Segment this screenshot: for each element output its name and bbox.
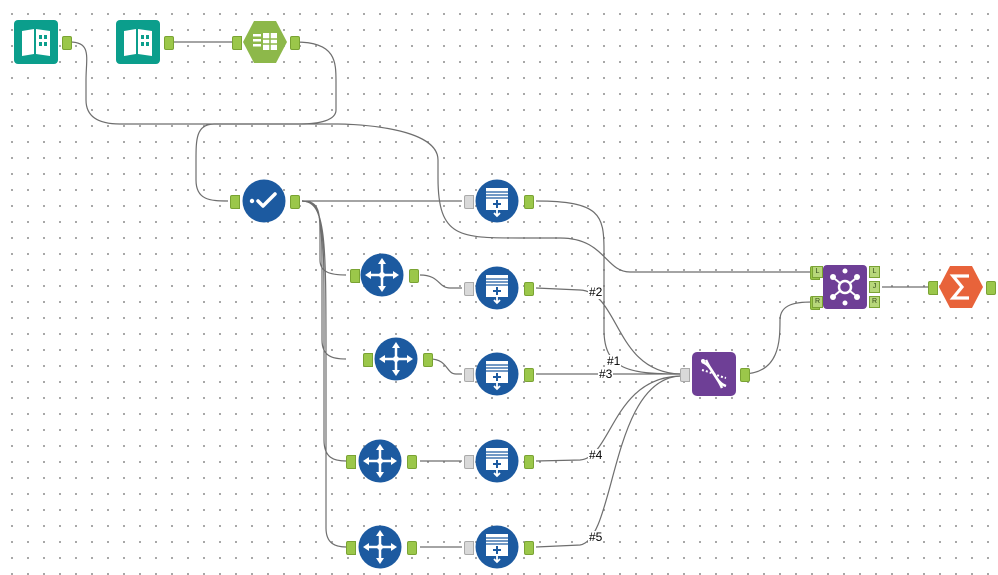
input-anchor[interactable] [680,368,690,382]
crosshair-arrows-icon [374,337,418,381]
generate-rows-tool-3[interactable] [358,439,402,483]
output-anchor[interactable] [524,282,534,296]
formula-tool-5[interactable] [475,525,519,569]
summarize-tool[interactable] [939,265,983,309]
connection-formula4-union [535,375,681,462]
formula-tool-1[interactable] [475,179,519,223]
connection-label: #3 [598,367,614,381]
list-add-icon [475,179,519,223]
connection-textcols-cleansing [195,41,337,202]
output-anchor[interactable] [164,36,174,50]
join-right-output-anchor[interactable]: R [869,296,880,308]
connection-cleansing-gen4 [301,200,347,548]
connection-formula5-union [535,375,681,548]
join-right-input-label: R [812,296,823,308]
output-anchor[interactable] [524,455,534,469]
crosshair-arrows-icon [358,525,402,569]
input-anchor[interactable] [464,541,474,555]
connection-formula2-union [535,287,681,375]
join-join-output-anchor[interactable]: J [869,281,880,293]
formula-tool-4[interactable] [475,439,519,483]
input-anchor[interactable] [464,282,474,296]
connection-gen1-formula2 [419,274,462,289]
output-anchor[interactable] [290,195,300,209]
table-split-icon [243,21,287,63]
output-anchor[interactable] [62,36,72,50]
hub-icon [823,265,867,309]
input-anchor[interactable] [464,455,474,469]
input-anchor[interactable] [232,36,242,50]
output-anchor[interactable] [740,368,750,382]
generate-rows-tool-1[interactable] [360,253,404,297]
text-to-columns-tool[interactable] [243,20,287,64]
connection-formula1-union [535,200,681,375]
join-tool[interactable] [823,265,867,309]
output-anchor[interactable] [524,368,534,382]
input-data-tool-1[interactable] [14,20,58,64]
output-anchor[interactable] [409,269,419,283]
generate-rows-tool-2[interactable] [374,337,418,381]
join-left-input-label: L [812,266,823,278]
input-anchor[interactable] [464,368,474,382]
connection-gen2-formula3 [429,358,462,375]
input-anchor[interactable] [363,353,373,367]
connection-label: #4 [588,448,604,462]
input-data-tool-2[interactable] [116,20,160,64]
input-anchor[interactable] [350,269,360,283]
connection-input1-cleansing [69,41,812,273]
input-anchor[interactable] [464,195,474,209]
list-add-icon [475,439,519,483]
connection-label: #2 [588,285,604,299]
output-anchor[interactable] [524,195,534,209]
connection-union-join [741,301,813,375]
crosshair-arrows-icon [358,439,402,483]
union-tool[interactable] [692,352,736,396]
join-left-output-anchor[interactable]: L [869,266,880,278]
formula-tool-2[interactable] [475,266,519,310]
output-anchor[interactable] [407,455,417,469]
input-anchor[interactable] [928,281,938,295]
sigma-icon [939,266,983,308]
connection-label: #5 [588,530,604,544]
input-anchor[interactable] [230,195,240,209]
output-anchor[interactable] [290,36,300,50]
input-anchor[interactable] [346,455,356,469]
book-icon [14,20,58,64]
list-add-icon [475,352,519,396]
output-anchor[interactable] [986,281,996,295]
connection-label: #1 [606,354,622,368]
list-add-icon [475,525,519,569]
input-anchor[interactable] [346,541,356,555]
list-add-icon [475,266,519,310]
output-anchor[interactable] [423,353,433,367]
checkmark-icon [242,179,286,223]
output-anchor[interactable] [407,541,417,555]
crosshair-arrows-icon [360,253,404,297]
formula-tool-3[interactable] [475,352,519,396]
data-cleansing-tool[interactable] [242,179,286,223]
output-anchor[interactable] [524,541,534,555]
book-icon [116,20,160,64]
generate-rows-tool-4[interactable] [358,525,402,569]
dna-icon [692,352,736,396]
